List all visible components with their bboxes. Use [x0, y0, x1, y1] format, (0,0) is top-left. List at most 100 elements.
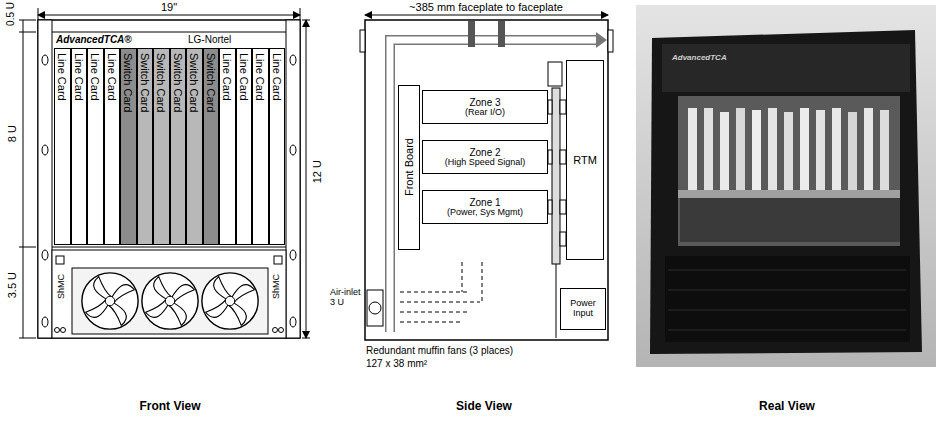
switch-card: Switch Card [137, 48, 154, 245]
bracket [360, 30, 365, 52]
power-input-box: Power Input [560, 288, 606, 330]
line-card: Line Card [219, 48, 236, 245]
dimension-label: 0.5 U [5, 2, 16, 26]
vent [468, 21, 475, 47]
rtm-box: RTM [566, 60, 604, 260]
node-title: Line Card [73, 53, 85, 101]
logo: AdvancedTCA® [56, 34, 132, 45]
switch-card: Switch Card [120, 48, 137, 245]
dimension-line [306, 20, 307, 338]
node-title: Line Card [271, 53, 283, 101]
tick [300, 8, 301, 20]
vent [498, 21, 505, 47]
connector [548, 62, 562, 86]
node-title: Zone 2 [469, 147, 500, 158]
divider [52, 247, 286, 248]
led [61, 328, 66, 333]
node-title: Line Card [221, 53, 233, 101]
brand-name: LG-Nortel [188, 34, 231, 45]
node-title: Line Card [254, 53, 266, 101]
fan-symbol [369, 302, 381, 314]
bracket [608, 30, 613, 52]
led [273, 328, 278, 333]
led [56, 256, 64, 264]
node-title: Zone 3 [469, 97, 500, 108]
switch-card: Switch Card [170, 48, 187, 245]
node-title: Line Card [56, 53, 68, 101]
front-board: Front Board [398, 85, 420, 250]
node-subtitle: (Power, Sys Mgmt) [447, 208, 523, 218]
node-title: Switch Card [155, 53, 167, 112]
dimension-line [365, 15, 608, 16]
top-panel [662, 44, 910, 92]
fan-size: 127 x 38 mm² [366, 358, 427, 369]
switch-card: Switch Card [203, 48, 220, 245]
card-cage [678, 96, 900, 246]
flange [286, 20, 300, 338]
line-card: Line Card [252, 48, 269, 245]
grille-lines [668, 270, 906, 330]
connectors [548, 100, 566, 246]
switch-card: Switch Card [186, 48, 203, 245]
line-card: Line Card [87, 48, 104, 245]
node-subtitle: (Rear I/O) [465, 108, 505, 118]
fan-grille [72, 268, 268, 334]
line-card: Line Card [269, 48, 286, 245]
chassis-body [650, 30, 922, 354]
node-title: Line Card [106, 53, 118, 101]
node-title: Switch Card [172, 53, 184, 112]
side-view [360, 15, 613, 340]
shelf-manager-label: ShMC [57, 274, 67, 299]
led [279, 328, 284, 333]
led [274, 256, 282, 264]
dimension-label: 19" [159, 1, 179, 13]
view-caption: Front View [139, 400, 200, 413]
node-title: Line Card [238, 53, 250, 101]
dimension-line [23, 20, 24, 338]
node-subtitle: (High Speed Signal) [445, 158, 526, 168]
cards [688, 108, 889, 190]
shelf-lower [680, 198, 900, 242]
divider [556, 264, 557, 338]
fan [142, 273, 198, 329]
front-view [19, 8, 310, 338]
fan-note: Redundant muffin fans (3 places) [366, 345, 513, 356]
fan [82, 273, 138, 329]
led [55, 328, 60, 333]
node-title: Power Input [561, 299, 605, 319]
chassis [38, 20, 300, 338]
airflow-arrow [596, 32, 607, 48]
logo: AdvancedTCA [672, 54, 727, 63]
view-caption: Real View [759, 400, 815, 413]
line-card: Line Card [54, 48, 71, 245]
line-card: Line Card [71, 48, 88, 245]
zone-box: Zone 2(High Speed Signal) [422, 140, 548, 174]
line-card: Line Card [104, 48, 121, 245]
node-title: Switch Card [139, 53, 151, 112]
switch-card: Switch Card [153, 48, 170, 245]
fan [202, 273, 258, 329]
dimension-line [38, 15, 300, 16]
shelf [678, 190, 900, 198]
tick [38, 8, 39, 20]
node-title: Line Card [89, 53, 101, 101]
photo [636, 5, 936, 367]
line-card: Line Card [236, 48, 253, 245]
node-title: Switch Card [188, 53, 200, 112]
ticks [19, 20, 310, 338]
dimension-label: 3.5 U [6, 272, 18, 298]
dimension-label: ~385 mm faceplate to faceplate [407, 1, 565, 13]
view-caption: Side View [456, 400, 512, 413]
airflow-lines [400, 262, 482, 322]
node-title: RTM [573, 154, 597, 166]
chassis [365, 20, 608, 340]
fan-grille [665, 256, 910, 342]
fan-tray [52, 250, 286, 338]
node-title: Zone 1 [469, 197, 500, 208]
dimension-label: 12 U [311, 160, 323, 183]
dimension-label: 8 U [6, 125, 18, 142]
node-title: Front Board [403, 138, 415, 196]
air-inlet-fan [367, 290, 383, 326]
top-band [52, 32, 286, 33]
zone-box: Zone 3(Rear I/O) [422, 90, 548, 124]
